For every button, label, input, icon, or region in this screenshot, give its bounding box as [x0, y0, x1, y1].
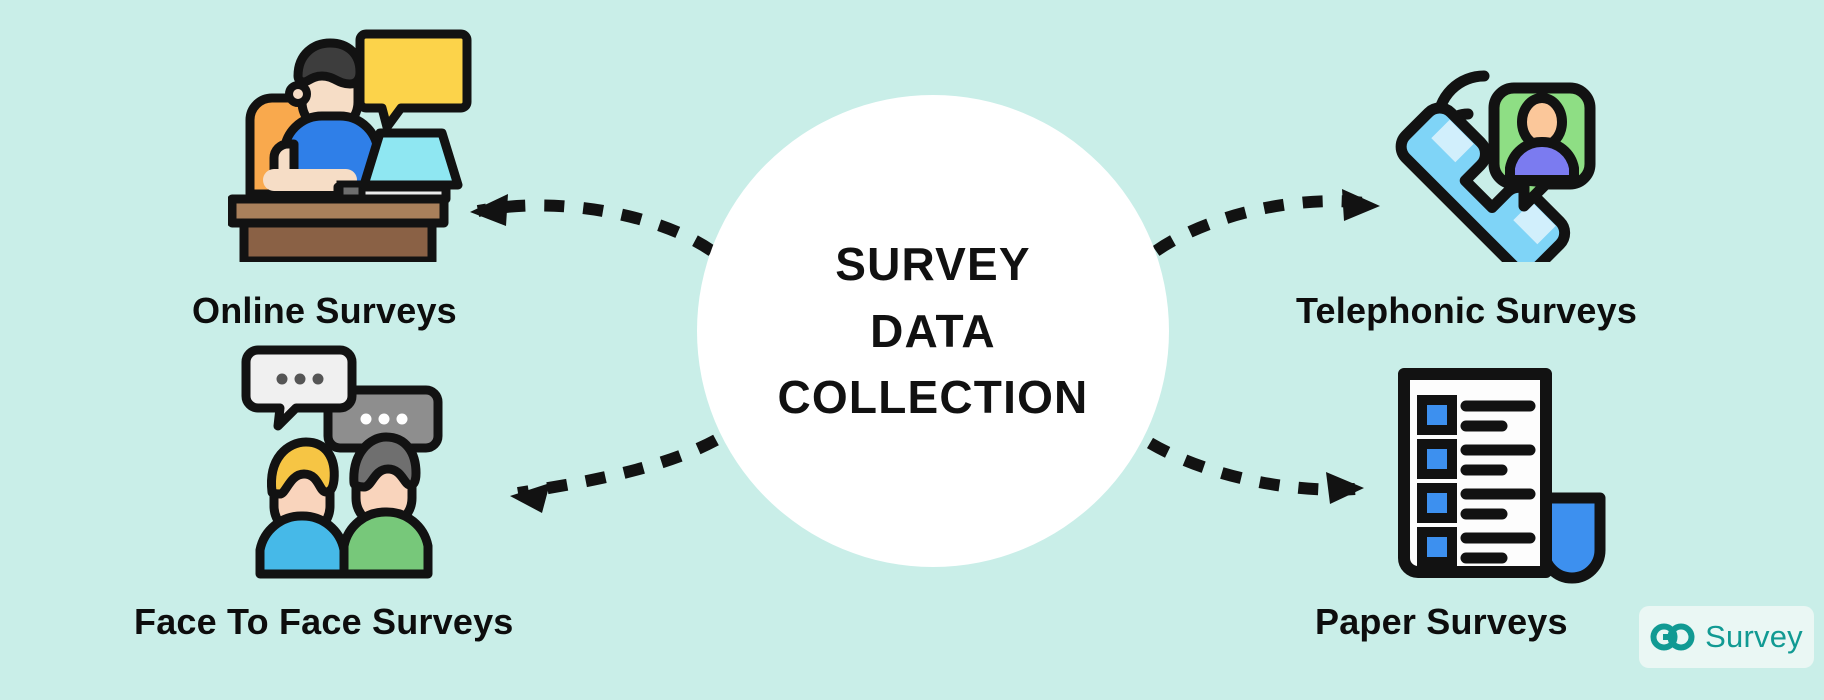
- person-at-desk-with-laptop-icon: [228, 22, 473, 262]
- go-survey-logo-text: Survey: [1705, 619, 1803, 654]
- hub-title-line-3: COLLECTION: [777, 371, 1089, 424]
- label-online-surveys: Online Surveys: [192, 290, 457, 331]
- two-people-talking-icon: [232, 342, 472, 582]
- hub-title-line-2: DATA: [870, 304, 996, 357]
- label-face-to-face-surveys: Face To Face Surveys: [134, 601, 514, 642]
- arrow-to-paper-surveys: [1146, 437, 1364, 504]
- go-survey-logo[interactable]: Survey: [1639, 606, 1814, 668]
- go-logo-mark-icon: [1650, 623, 1695, 651]
- checklist-paper-with-pen-icon: [1392, 358, 1612, 586]
- center-hub-circle: SURVEY DATA COLLECTION: [697, 95, 1169, 567]
- arrow-to-online-surveys: [470, 194, 716, 256]
- telephone-handset-with-contact-icon: [1374, 62, 1600, 262]
- label-telephonic-surveys: Telephonic Surveys: [1296, 290, 1638, 331]
- hub-title-line-1: SURVEY: [835, 237, 1031, 290]
- label-paper-surveys: Paper Surveys: [1315, 601, 1568, 642]
- arrow-to-face-to-face-surveys: [510, 434, 719, 513]
- arrow-to-telephonic-surveys: [1152, 189, 1380, 256]
